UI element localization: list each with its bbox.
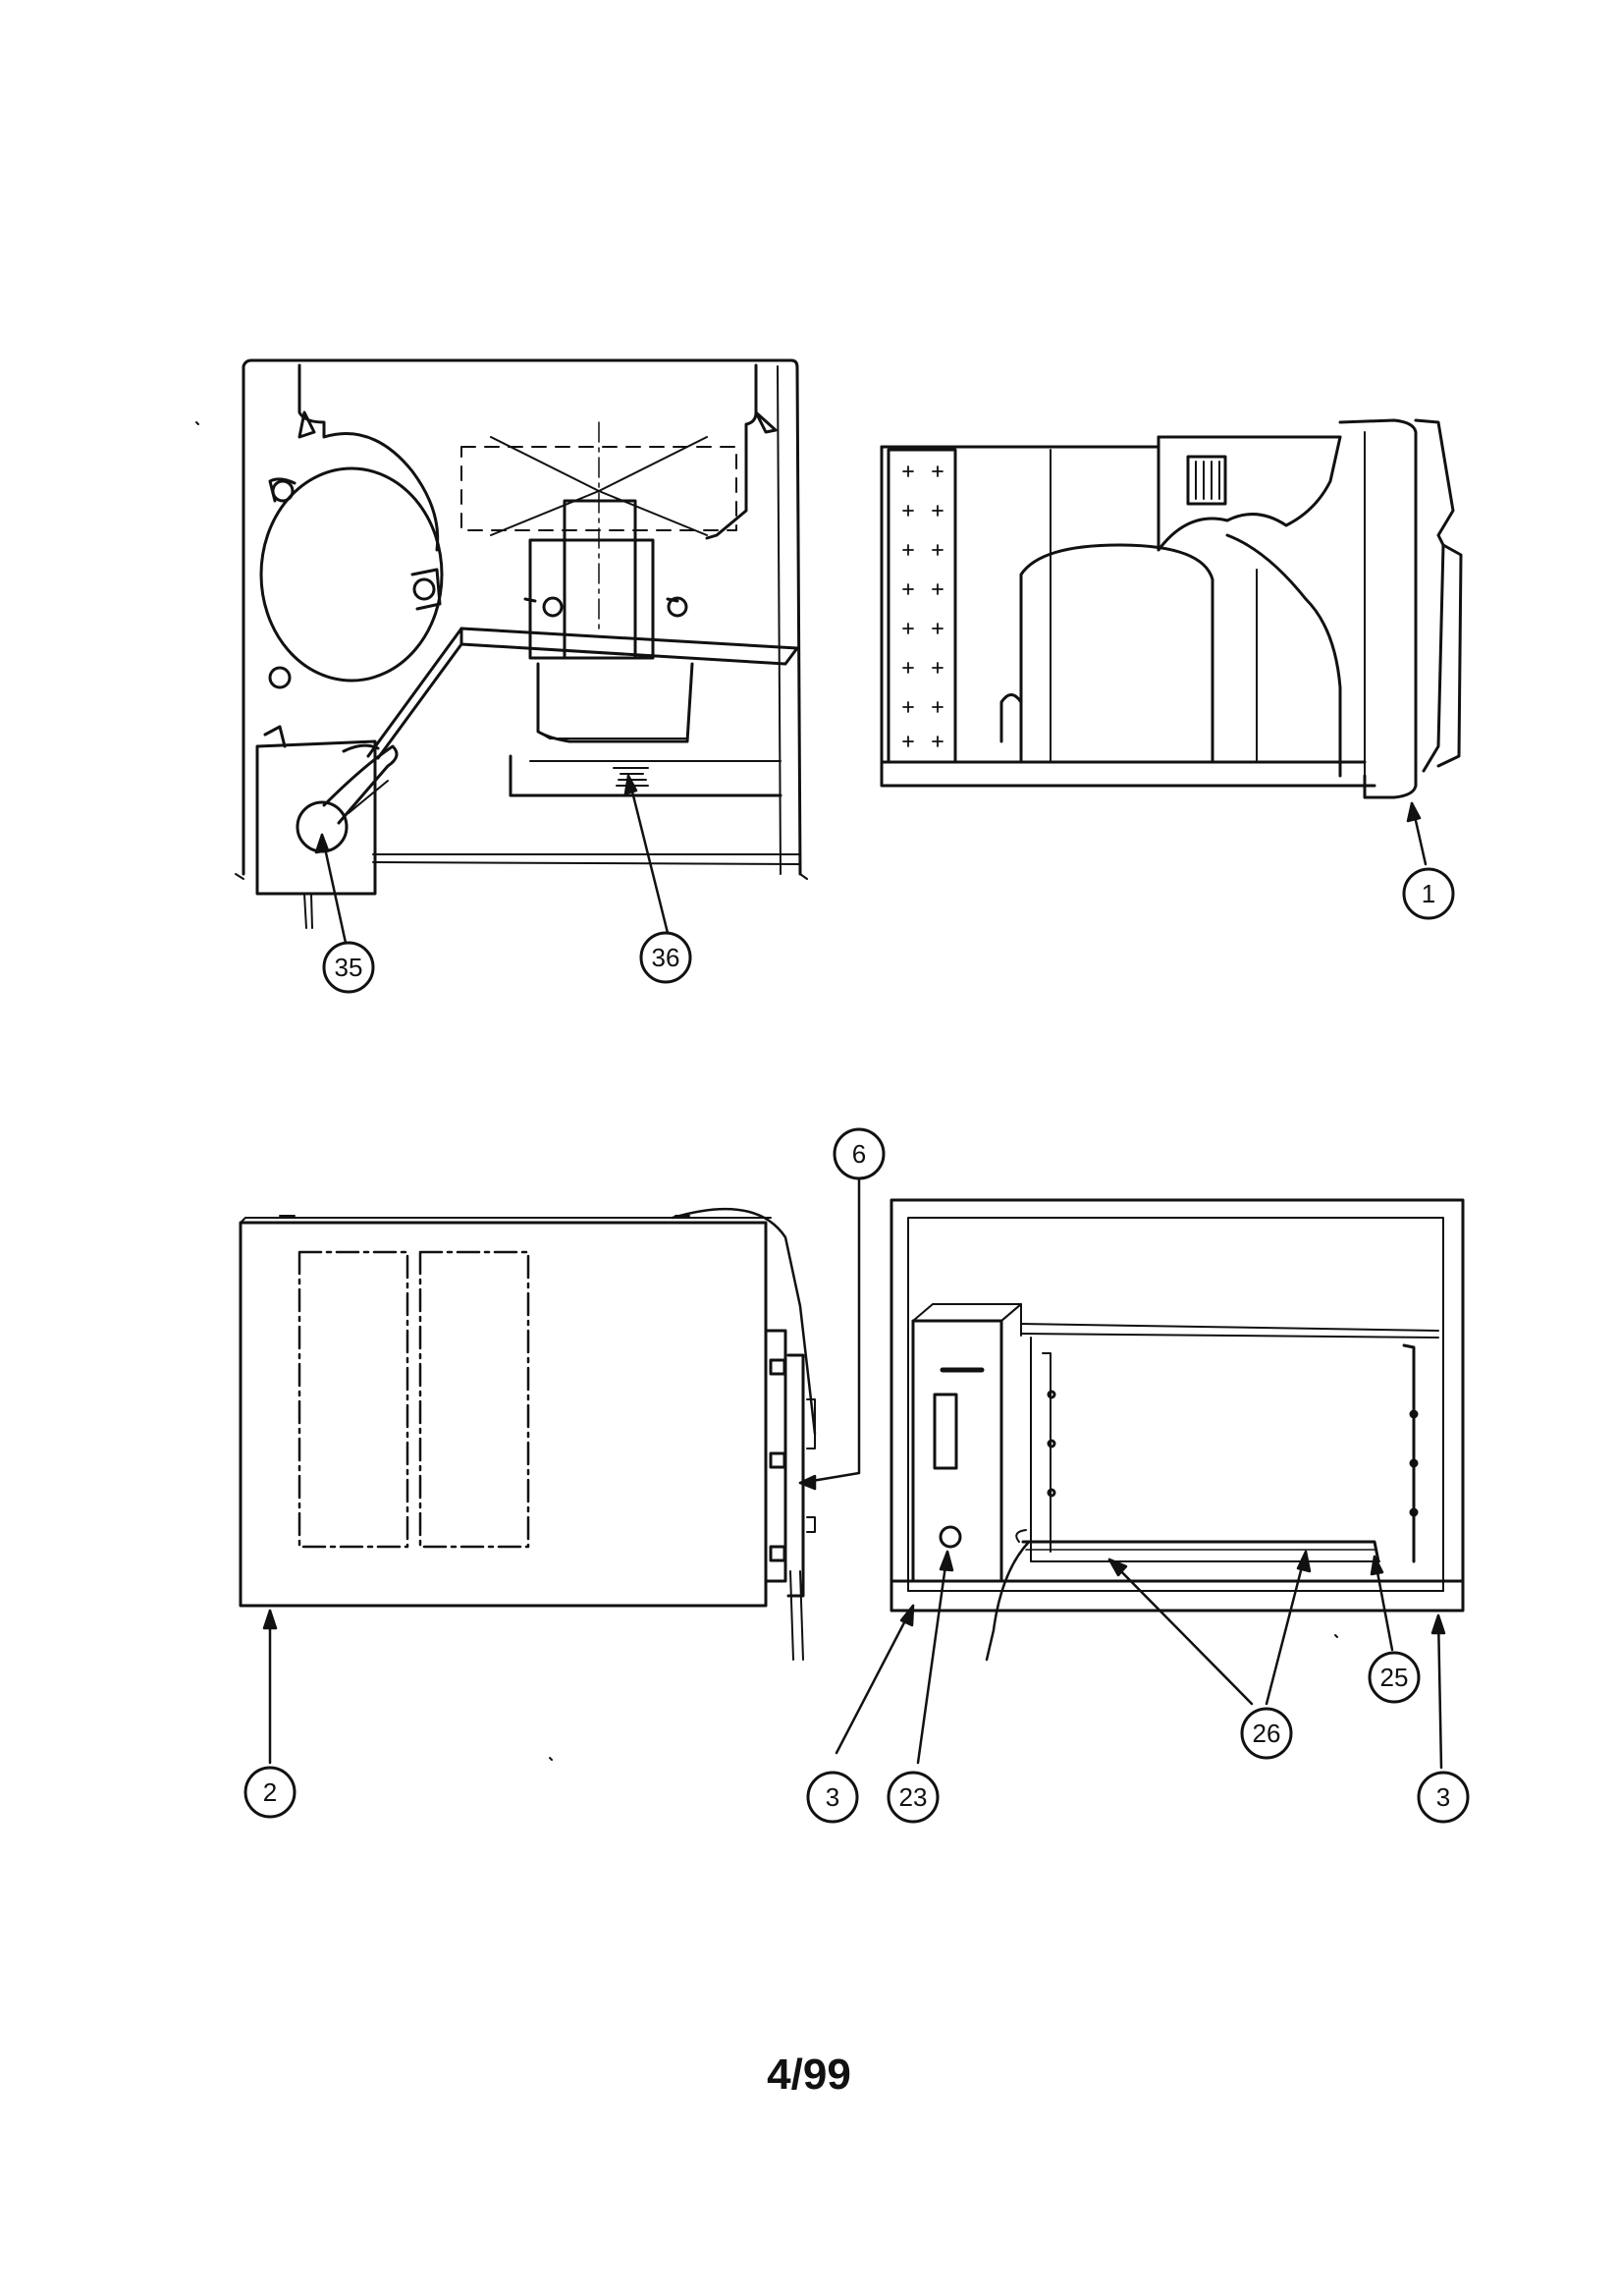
callout-label: 35 [335, 953, 363, 982]
leader-lines-bottom-left [262, 1176, 861, 1765]
callout-label: 23 [899, 1782, 928, 1812]
callout-2: 2 [243, 1766, 297, 1819]
callout-3-left: 3 [806, 1771, 859, 1824]
chassis-front-view [235, 358, 808, 929]
callout-label: 25 [1380, 1663, 1409, 1692]
leader-lines-top-right [1406, 801, 1428, 866]
cabinet-view [239, 1207, 817, 1661]
callout-label: 36 [652, 943, 680, 972]
callout-1: 1 [1402, 867, 1455, 920]
unit-side-view [880, 418, 1463, 799]
callout-label: 3 [1436, 1782, 1450, 1812]
callout-35: 35 [322, 941, 375, 994]
callout-label: 6 [852, 1139, 866, 1169]
page-number: 4/99 [767, 2050, 851, 2099]
leader-lines-bottom-right [835, 1550, 1446, 1770]
callout-25: 25 [1368, 1651, 1421, 1704]
callout-label: 2 [263, 1777, 277, 1807]
callout-26: 26 [1240, 1707, 1293, 1760]
callout-6: 6 [833, 1127, 886, 1180]
callout-23: 23 [887, 1771, 940, 1824]
leader-lines-top-left [314, 774, 670, 945]
callout-3-right: 3 [1417, 1771, 1470, 1824]
sleeve-view [890, 1198, 1465, 1662]
callout-label: 3 [826, 1782, 839, 1812]
callout-label: 26 [1253, 1719, 1281, 1748]
callout-label: 1 [1422, 879, 1435, 908]
scan-specks [195, 421, 1338, 1761]
callout-36: 36 [639, 931, 692, 984]
